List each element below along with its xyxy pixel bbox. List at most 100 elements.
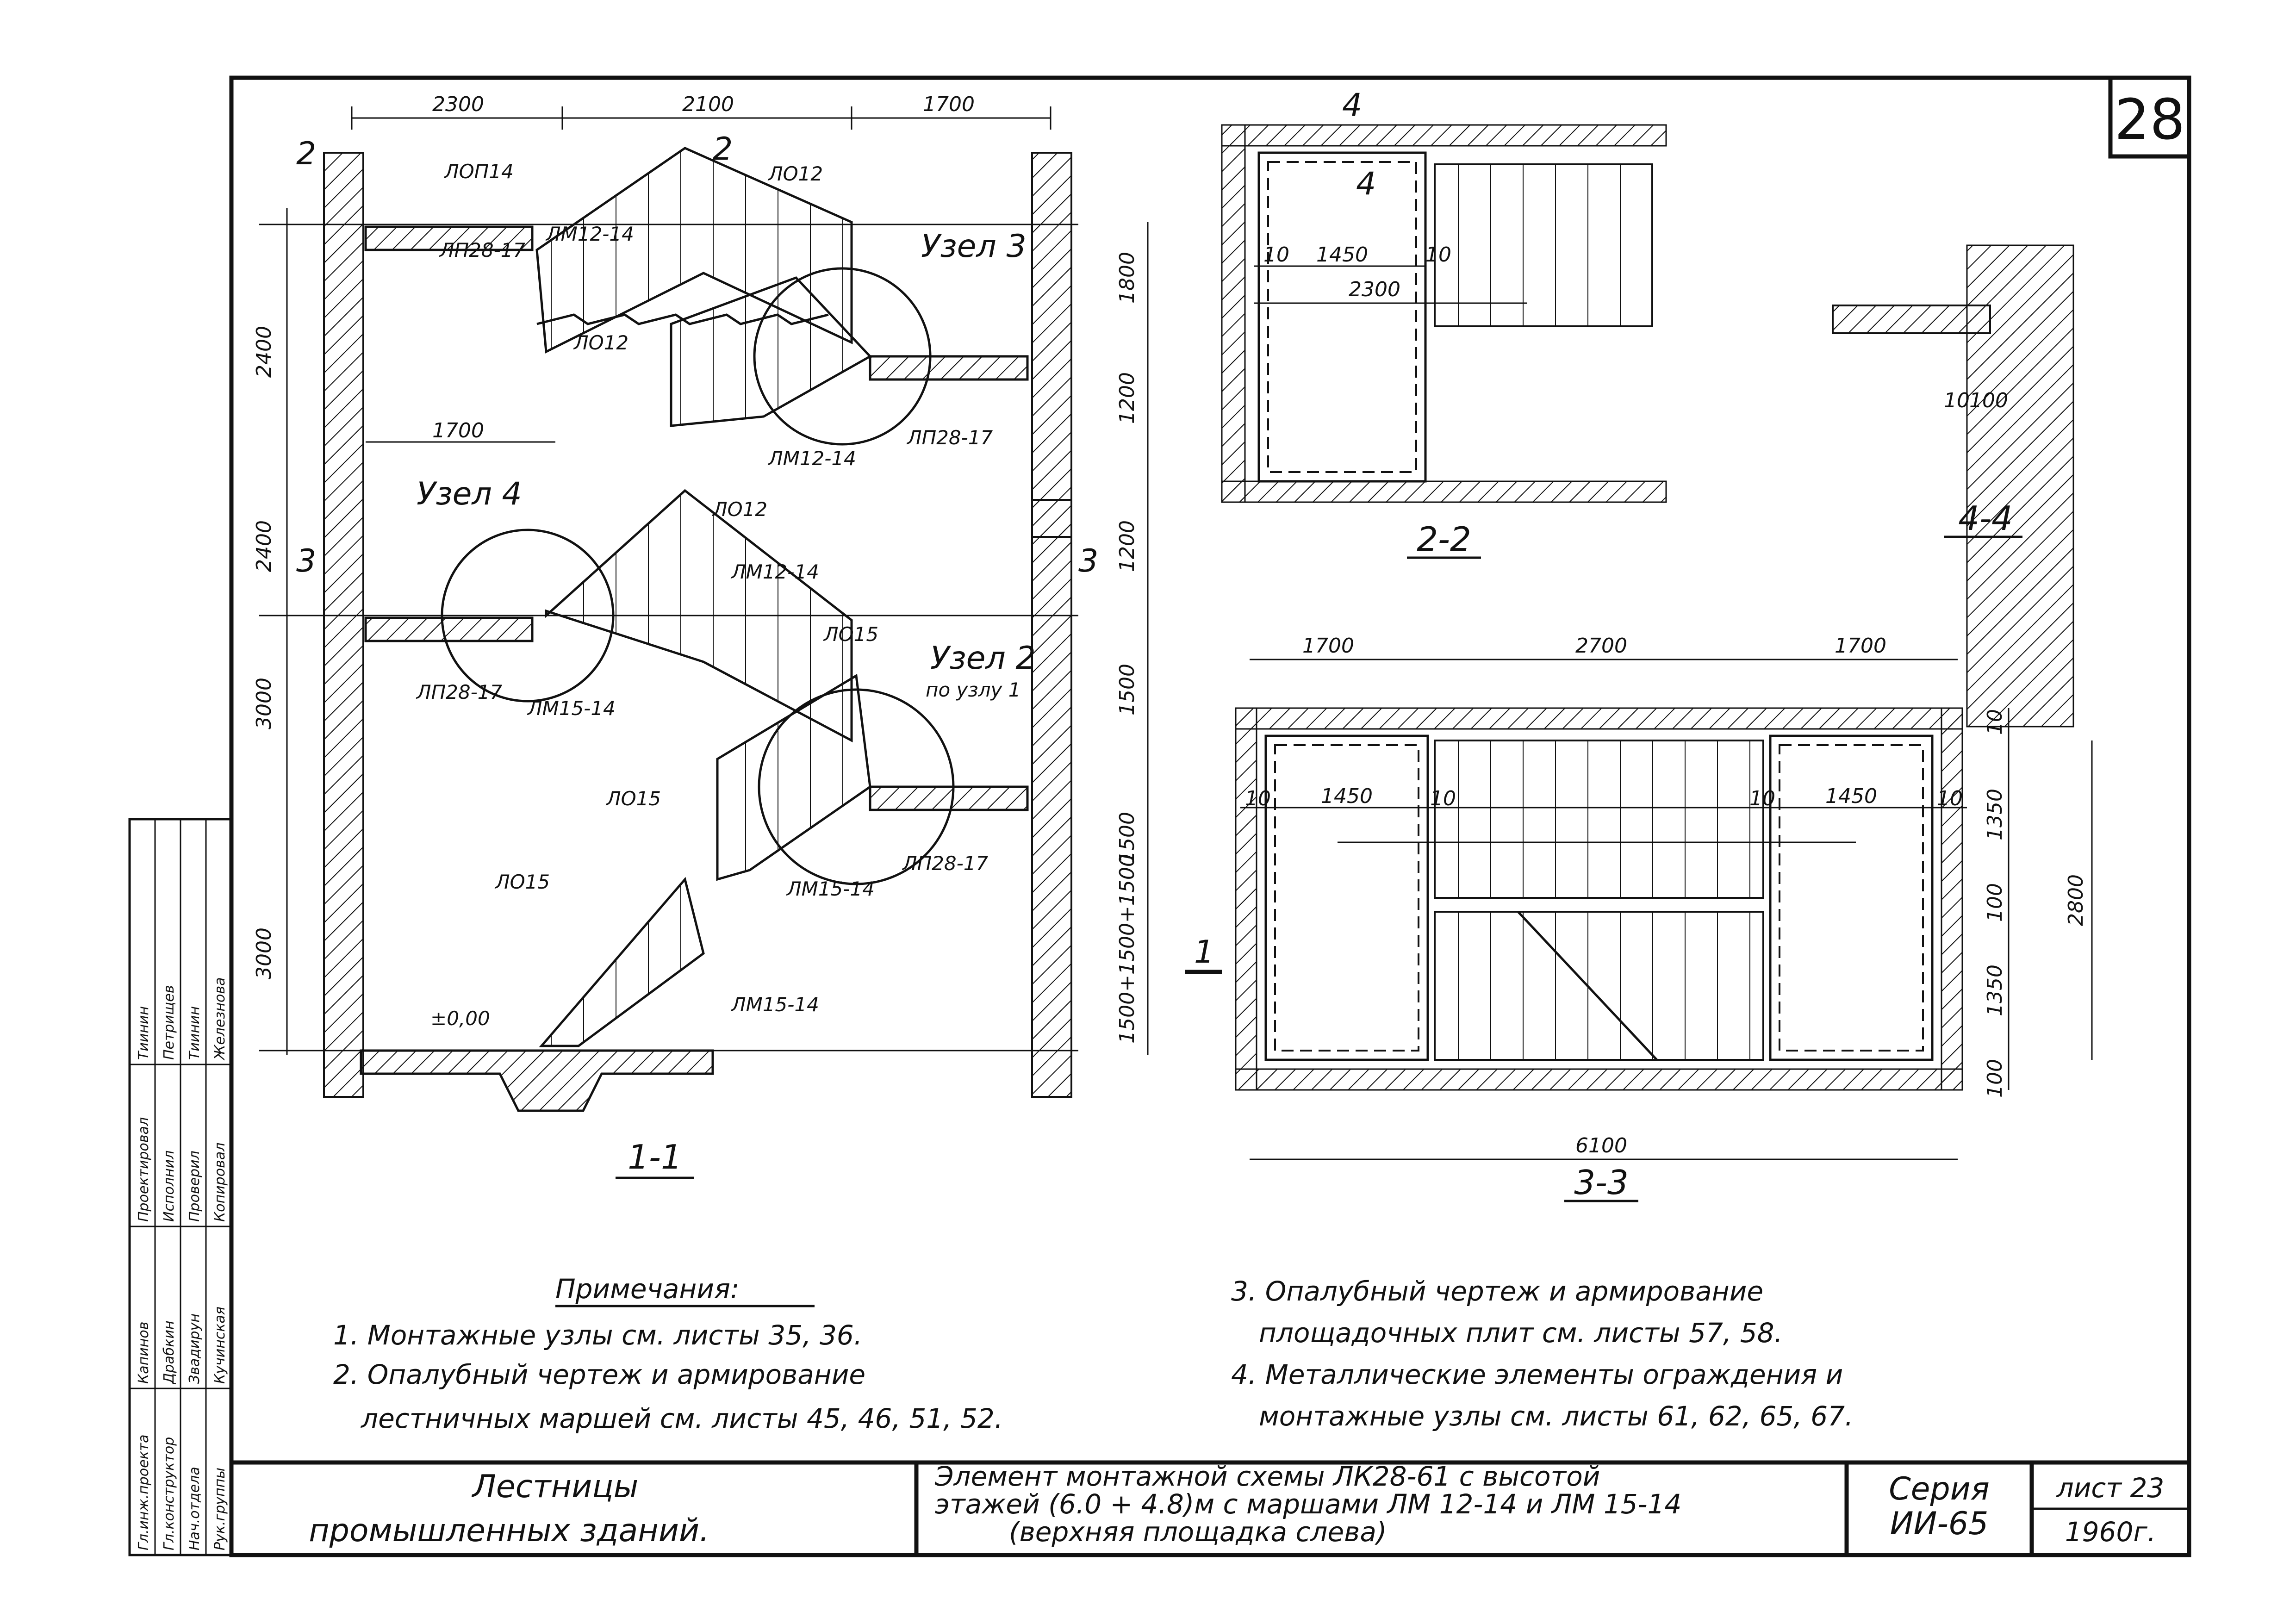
cut-3-right: 3: [1078, 543, 1098, 579]
dim-3-3-inner-0: 10: [1245, 787, 1271, 810]
cut-4-inner: 4: [1356, 166, 1376, 202]
flight-2: [670, 276, 872, 427]
dim-2-2-1450: 1450: [1316, 243, 1368, 267]
list-label: лист 23: [2056, 1472, 2165, 1504]
label-lop14: ЛОП14: [443, 160, 514, 183]
right-wall: [1031, 152, 1072, 538]
label-lm1514-c: ЛМ15-14: [730, 993, 819, 1016]
dim-3-3-inner-1: 1450: [1321, 784, 1373, 808]
stamp-r1-c1: Драбкин: [161, 1320, 177, 1385]
notes: Примечания: 1. Монтажные узлы см. листы …: [333, 1273, 1854, 1434]
landing-low-right: [869, 785, 1029, 811]
dim-3-3-inner-5: 10: [1937, 787, 1963, 810]
label-pouzlu1: по узлу 1: [926, 678, 1020, 701]
cut-4-top: 4: [1342, 87, 1362, 124]
flight-4: [716, 673, 871, 881]
note-3a: 3. Опалубный чертеж и армирование: [1231, 1276, 1763, 1307]
node-3-circle: [753, 267, 932, 446]
section-2-2: 4 4 1450 10 10 2300 2-2: [1221, 87, 1667, 559]
stamp-r1-c0: Гл.конструктор: [161, 1437, 177, 1550]
note-1: 1. Монтажные узлы см. листы 35, 36.: [333, 1319, 862, 1351]
stamp-r3-c2: Копировал: [212, 1143, 228, 1222]
dim-3-3-right-3: 1350: [1983, 964, 2007, 1016]
dim-2-2-2300: 2300: [1349, 278, 1400, 301]
node-4-circle: [441, 529, 615, 703]
stamp-table: Гл.инж.проекта Капинов Проектировал Тиин…: [128, 818, 233, 1556]
label-uzel4: Узел 4: [417, 476, 522, 512]
section-1-1-label: 1-1: [628, 1138, 682, 1176]
section-2-2-label: 2-2: [1417, 520, 1471, 559]
dim-right-3: 1500: [1115, 664, 1139, 716]
node-2-circle: [758, 688, 955, 885]
cut-1: 1: [1194, 934, 1214, 971]
dim-left-1: 2400: [252, 520, 276, 572]
stamp-r3-c1: Кучинская: [212, 1307, 228, 1384]
label-uzel2: Узел 2: [930, 640, 1036, 677]
dim-left-2: 3000: [252, 678, 276, 729]
stamp-r2-c3: Тиинин: [187, 1006, 203, 1060]
note-2b: лестничных маршей см. листы 45, 46, 51, …: [361, 1403, 1003, 1434]
dim-1700-mid: 1700: [432, 419, 484, 442]
dim-2-2-10b: 10: [1425, 243, 1451, 267]
dim-right-1: 1200: [1115, 372, 1139, 424]
cut-2-mid: 2: [713, 131, 733, 168]
dim-3-3-overall-bottom: 6100: [1575, 1134, 1627, 1157]
label-lo12-c: ЛО12: [712, 498, 767, 521]
level-mark: ±0,00: [430, 1007, 490, 1030]
flight-5: [539, 877, 705, 1047]
label-lm1514-b: ЛМ15-14: [786, 877, 875, 900]
name-line2: промышленных зданий.: [309, 1512, 709, 1549]
dim-left-0: 2400: [252, 326, 276, 378]
stamp-r2-c1: Звадирун: [187, 1313, 203, 1384]
label-lo12-b: ЛО12: [573, 331, 628, 354]
dim-top-2: 1700: [923, 93, 975, 116]
label-lp2817-a: ЛП28-17: [439, 239, 525, 261]
dim-left-3: 3000: [252, 927, 276, 979]
cut-3-left: 3: [296, 543, 316, 579]
note-2a: 2. Опалубный чертеж и армирование: [333, 1359, 865, 1390]
label-lm1214-a: ЛМ12-14: [545, 223, 634, 245]
dim-3-3-right-1: 1350: [1983, 789, 2007, 840]
label-lp2817-b: ЛП28-17: [906, 426, 993, 449]
stamp-r0-c2: Проектировал: [136, 1117, 152, 1222]
sheet-number: 28: [2115, 88, 2185, 152]
stamp-r1-c2: Исполнил: [161, 1151, 177, 1222]
label-lo15-a: ЛО15: [823, 623, 878, 646]
desc-line3: (верхняя площадка слева): [1009, 1516, 1387, 1548]
dim-top-1: 2100: [682, 93, 734, 116]
note-4b: монтажные узлы см. листы 61, 62, 65, 67.: [1259, 1400, 1854, 1432]
dim-3-3-top-1: 2700: [1575, 634, 1627, 658]
landing-mid-right: [869, 355, 1029, 381]
series-value: ИИ-65: [1890, 1506, 1989, 1542]
left-wall: [323, 152, 364, 1098]
stamp-r2-c2: Проверил: [187, 1151, 203, 1222]
dim-3-3-top-0: 1700: [1302, 634, 1354, 658]
dim-top-0: 2300: [432, 93, 484, 116]
section-4-4: 10 100 4-4: [1832, 244, 2074, 728]
label-lm1214-b: ЛМ12-14: [767, 447, 856, 470]
label-lm1514-a: ЛМ15-14: [527, 697, 616, 720]
dim-3-3-right-2: 100: [1983, 883, 2007, 922]
stamp-r0-c1: Капинов: [136, 1322, 152, 1384]
note-3b: площадочных плит см. листы 57, 58.: [1259, 1317, 1783, 1349]
dim-3-3-inner-4: 1450: [1825, 784, 1877, 808]
desc-line2: этажей (6.0 + 4.8)м с маршами ЛМ 12-14 и…: [935, 1488, 1681, 1520]
label-lo12-a: ЛО12: [767, 162, 823, 185]
dim-right-5: 1500+1500+1500: [1115, 854, 1139, 1044]
stamp-r3-c3: Железнова: [212, 977, 228, 1061]
desc-line1: Элемент монтажной схемы ЛК28-61 с высото…: [934, 1461, 1600, 1492]
label-uzel3: Узел 3: [921, 228, 1027, 265]
section-3-3-label: 3-3: [1574, 1163, 1629, 1202]
notes-title: Примечания:: [555, 1273, 739, 1305]
stamp-r1-c3: Петрищев: [161, 985, 177, 1060]
dim-3-3-inner-2: 10: [1430, 787, 1456, 810]
landing-top: [364, 225, 534, 251]
title-block: Лестницы промышленных зданий. Элемент мо…: [231, 1460, 2189, 1555]
dim-3-3-right-4: 100: [1983, 1059, 2007, 1098]
sheet-frame: [229, 75, 2191, 1557]
landing-mid-left: [364, 616, 534, 642]
stamp-r2-c0: Нач.отдела: [187, 1467, 203, 1550]
dim-3-3-overall-right: 2800: [2064, 874, 2088, 926]
stamp-r0-c3: Тиинин: [136, 1006, 152, 1060]
